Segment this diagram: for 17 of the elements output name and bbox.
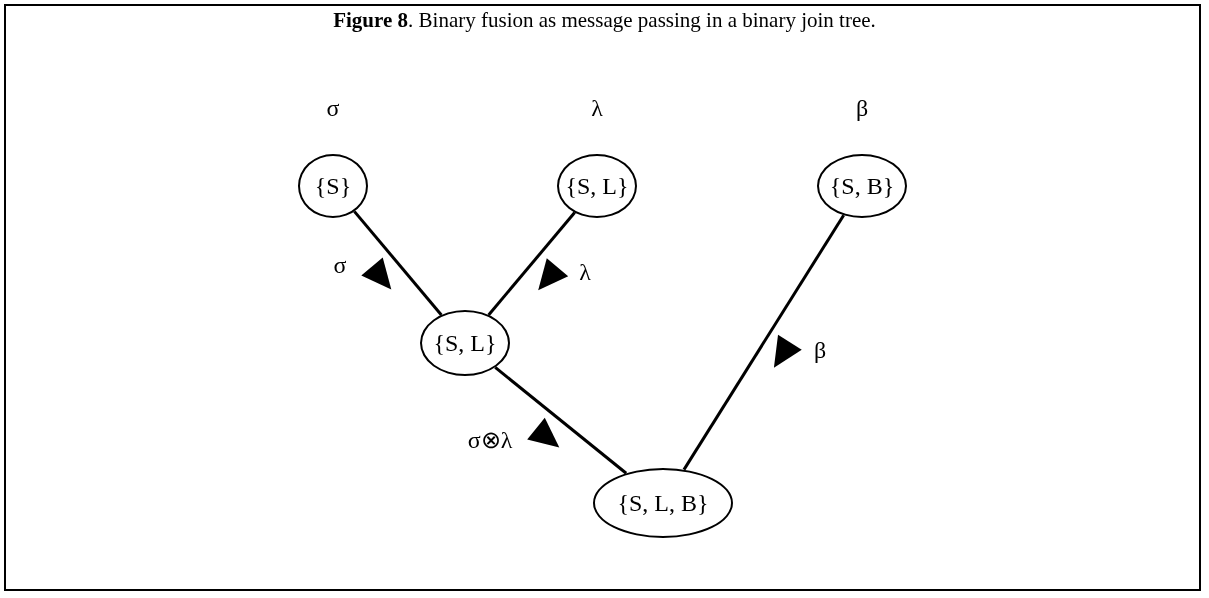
node-label: {S, L} xyxy=(433,329,497,357)
message-label: λ xyxy=(591,94,603,122)
tree-edge xyxy=(353,210,443,316)
figure-caption: Figure 8. Binary fusion as message passing in a binary join tree. xyxy=(332,8,877,33)
message-label: σ xyxy=(326,94,340,122)
tree-edge xyxy=(487,211,576,316)
edge-label: λ xyxy=(579,258,591,286)
message-label: β xyxy=(855,94,869,122)
node-label: {S, L} xyxy=(565,172,629,200)
edge-label: β xyxy=(813,336,827,364)
node-label: {S, B} xyxy=(829,172,895,200)
edge-label: σ⊗λ xyxy=(467,426,513,454)
tree-edge xyxy=(494,366,628,475)
node-label: {S} xyxy=(314,172,352,200)
tree-edge xyxy=(682,214,845,471)
node-label: {S, L, B} xyxy=(617,489,709,517)
edge-label: σ xyxy=(333,251,347,279)
